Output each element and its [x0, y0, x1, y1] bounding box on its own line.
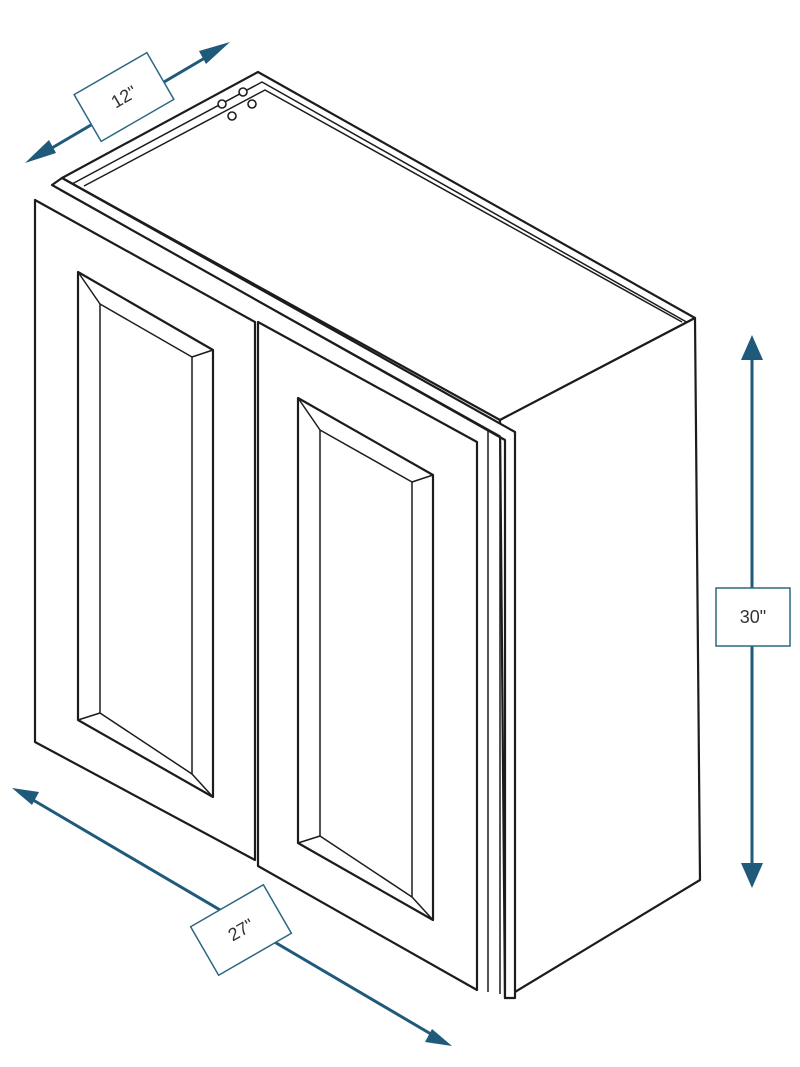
right-door-bevel: [297, 835, 321, 844]
height-label: 30": [740, 607, 766, 627]
height-dimension: 30": [715, 335, 791, 888]
cabinet-top: [60, 70, 697, 422]
face-frame-outer: [50, 176, 517, 1000]
width-dimension: 27": [12, 788, 452, 1046]
left-door-bevel: [77, 271, 101, 305]
left-door-bevel: [191, 773, 214, 798]
cabinet-top-back-edge: [71, 81, 691, 325]
width-label-box: [189, 883, 293, 977]
height-label-box: [715, 587, 791, 647]
left-door-bevel: [191, 349, 214, 358]
depth-arrow-start: [25, 140, 56, 163]
cabinet-side: [498, 316, 702, 1000]
depth-label-box: [73, 51, 175, 143]
right-door: [256, 320, 479, 992]
shelf-pin-hole: [238, 87, 248, 97]
left-door-bevel: [77, 712, 101, 721]
right-door-bevel: [411, 474, 434, 483]
height-arrow-top: [741, 335, 763, 360]
right-door-bevel: [411, 896, 434, 921]
depth-dimension: 12": [25, 42, 230, 163]
depth-arrow-end: [199, 42, 230, 64]
cabinet-top-inner-edge: [83, 89, 683, 323]
right-door-bevel: [297, 397, 321, 431]
width-arrow-end: [425, 1029, 452, 1046]
left-door: [33, 198, 257, 862]
width-arrow-start: [12, 788, 39, 805]
cabinet-side-face: [498, 316, 702, 1000]
shelf-pin-hole: [227, 111, 237, 121]
cabinet-face-frame: [50, 176, 517, 1000]
shelf-pin-hole: [217, 99, 227, 109]
height-arrow-bottom: [741, 863, 763, 888]
shelf-pin-hole: [247, 99, 257, 109]
face-frame-edge: [59, 189, 501, 994]
